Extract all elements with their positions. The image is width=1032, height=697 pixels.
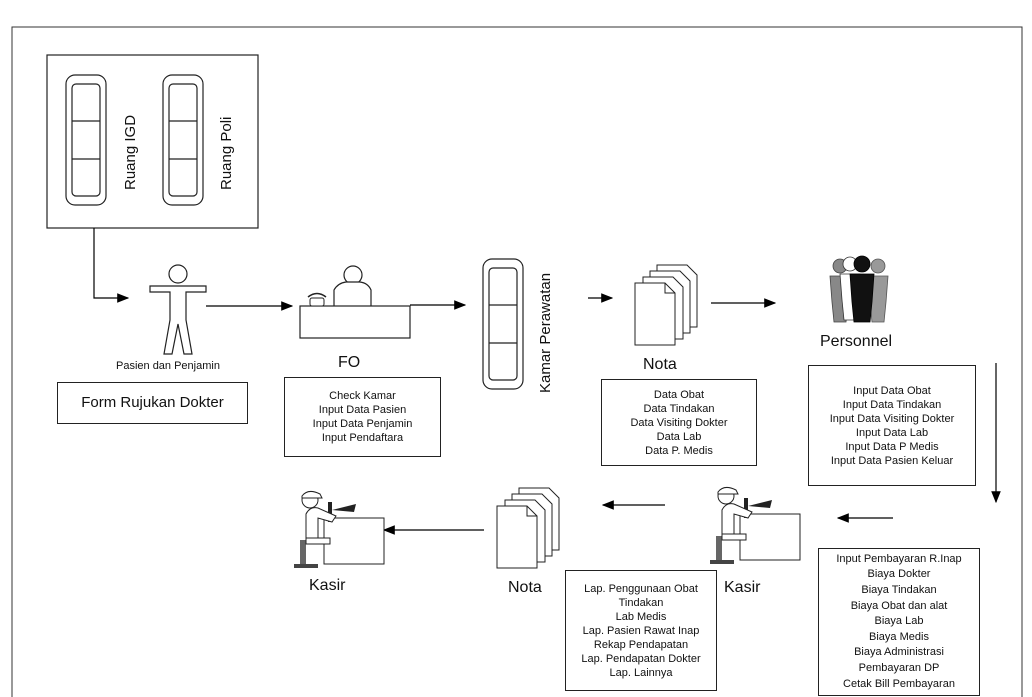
personnel-item: Input Data P Medis: [845, 440, 939, 453]
personnel-item: Input Data Tindakan: [842, 398, 942, 411]
person-icon: [149, 264, 207, 355]
documents-icon: [634, 264, 698, 346]
form-rujukan-text: Form Rujukan Dokter: [81, 394, 224, 411]
nota-bottom-item: Lap. Penggunaan Obat: [584, 582, 698, 595]
kasir-item: Biaya Lab: [874, 615, 924, 628]
patient-label: Pasien dan Penjamin: [116, 360, 220, 372]
fo-item: Check Kamar: [329, 390, 396, 402]
documents-icon: [496, 487, 560, 569]
kasir-item: Cetak Bill Pembayaran: [843, 677, 955, 690]
nota-bottom-item: Lap. Pasien Rawat Inap: [582, 624, 700, 637]
personnel-item: Input Data Visiting Dokter: [829, 412, 955, 425]
nota-bottom-item: Tindakan: [618, 596, 664, 609]
fo-label: FO: [338, 354, 361, 371]
kasir-payment-box: Input Pembayaran R.Inap Biaya Dokter Bia…: [818, 548, 980, 696]
cashier-icon: [293, 490, 385, 569]
kasir-right-label: Kasir: [724, 579, 761, 596]
nota-top-box: Data Obat Data Tindakan Data Visiting Do…: [601, 379, 757, 466]
personnel-label: Personnel: [820, 333, 893, 350]
personnel-item: Input Data Pasien Keluar: [830, 454, 954, 467]
nota-top-item: Data P. Medis: [645, 444, 713, 457]
personnel-task-box: Input Data Obat Input Data Tindakan Inpu…: [808, 365, 976, 486]
ruang-poli-label: Ruang Poli: [218, 116, 235, 190]
nota-top-item: Data Visiting Dokter: [630, 416, 728, 429]
nota-top-item: Data Tindakan: [643, 402, 715, 415]
people-group-icon: [829, 255, 889, 323]
nota-top-item: Data Lab: [656, 430, 702, 443]
kasir-left-label: Kasir: [309, 577, 346, 594]
kasir-item: Biaya Tindakan: [861, 584, 937, 597]
personnel-item: Input Data Obat: [853, 384, 931, 397]
fo-task-box: Check Kamar Input Data Pasien Input Data…: [284, 377, 441, 457]
kasir-item: Biaya Dokter: [867, 568, 931, 581]
nota-bottom-item: Lap. Lainnya: [609, 666, 673, 679]
nota-top-item: Data Obat: [653, 388, 705, 401]
sofa-icon: [65, 74, 107, 206]
kamar-perawatan-label: Kamar Perawatan: [537, 272, 554, 393]
kasir-item: Input Pembayaran R.Inap: [836, 552, 962, 565]
fo-item: Input Data Pasien: [318, 404, 407, 416]
cashier-icon: [709, 486, 801, 565]
form-rujukan-box: Form Rujukan Dokter: [57, 382, 248, 424]
sofa-icon: [162, 74, 204, 206]
receptionist-icon: [299, 265, 411, 339]
nota-bottom-box: Lap. Penggunaan Obat Tindakan Lab Medis …: [565, 570, 717, 691]
fo-item: Input Pendaftara: [321, 432, 404, 444]
nota-top-label: Nota: [643, 356, 677, 373]
personnel-item: Input Data Lab: [855, 426, 929, 439]
kasir-item: Biaya Obat dan alat: [850, 599, 948, 612]
kasir-item: Pembayaran DP: [858, 661, 940, 674]
nota-bottom-item: Rekap Pendapatan: [593, 638, 689, 651]
nota-bottom-item: Lap. Pendapatan Dokter: [581, 652, 701, 665]
kasir-item: Biaya Administrasi: [854, 646, 944, 659]
nota-bottom-label: Nota: [508, 579, 542, 596]
fo-item: Input Data Penjamin: [312, 418, 413, 430]
nota-bottom-item: Lab Medis: [615, 610, 667, 623]
sofa-icon: [482, 258, 524, 390]
ruang-igd-label: Ruang IGD: [122, 114, 139, 190]
kasir-item: Biaya Medis: [869, 630, 929, 643]
